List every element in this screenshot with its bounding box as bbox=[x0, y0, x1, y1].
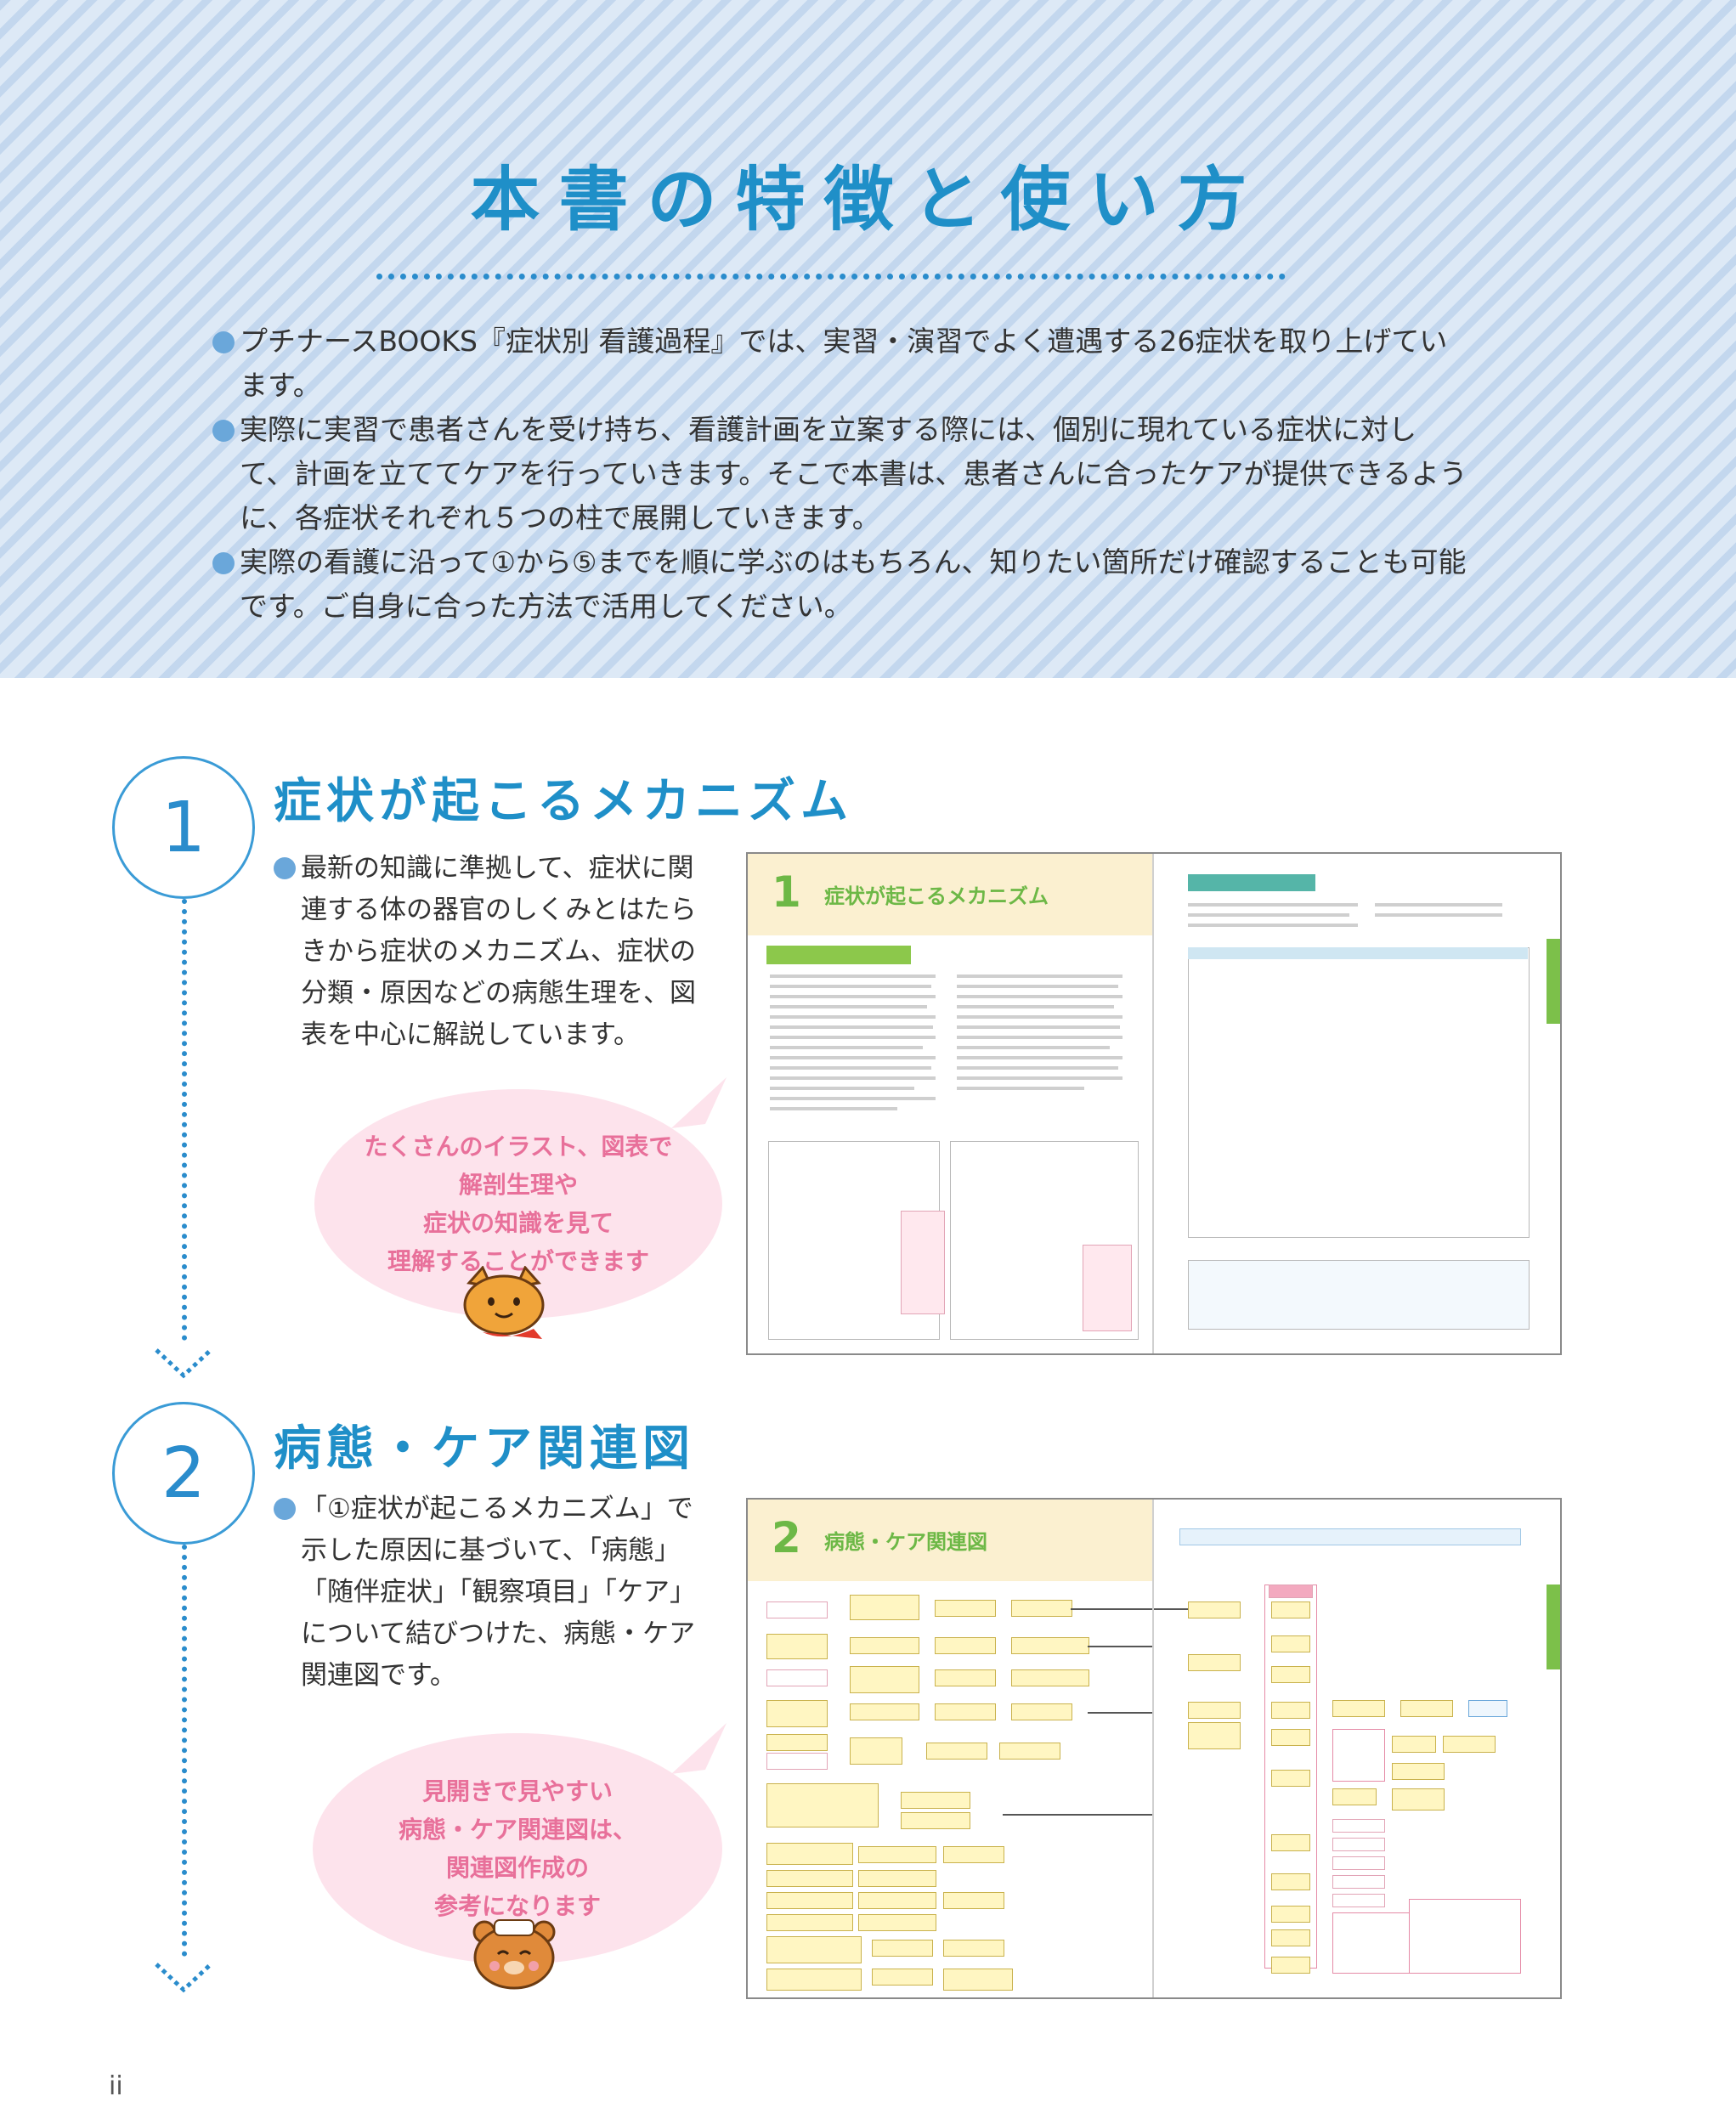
sample-spread-mechanism: 1 症状が起こるメカニズム bbox=[746, 852, 1562, 1355]
intro-item: プチナースBOOKS『症状別 看護過程』では、実習・演習でよく遭遇する26症状を… bbox=[212, 319, 1470, 408]
side-tab bbox=[1547, 939, 1560, 1024]
section-heading: 症状が起こるメカニズム bbox=[274, 774, 853, 829]
legend-bar bbox=[1179, 1528, 1521, 1545]
section-number-circle: 1 bbox=[112, 756, 255, 899]
note-box bbox=[1332, 1912, 1411, 1974]
bullet-icon bbox=[274, 857, 296, 879]
chevron-down-icon bbox=[155, 1963, 212, 1993]
spread-header: 1 症状が起こるメカニズム bbox=[748, 854, 1154, 935]
bear-mascot-icon bbox=[472, 1919, 556, 1990]
connector-line bbox=[182, 899, 187, 1341]
note-box bbox=[1083, 1245, 1132, 1331]
subheading-bar bbox=[1188, 874, 1315, 891]
bullet-icon bbox=[212, 552, 235, 574]
cat-mascot-icon bbox=[463, 1266, 545, 1339]
note-box bbox=[901, 1211, 945, 1314]
spread-right-page bbox=[1152, 1500, 1560, 1997]
header-band: 本書の特徴と使い方 プチナースBOOKS『症状別 看護過程』では、実習・演習でよ… bbox=[0, 0, 1736, 678]
sample-spread-care-map: 2 病態・ケア関連図 bbox=[746, 1498, 1562, 1999]
title-divider bbox=[376, 274, 1286, 280]
section-description: 「①症状が起こるメカニズム」で示した原因に基づいて、「病態」「随伴症状」「観察項… bbox=[274, 1488, 715, 1697]
side-tab bbox=[1547, 1585, 1560, 1669]
connector-line bbox=[182, 1545, 187, 1957]
bullet-icon bbox=[212, 331, 235, 353]
spread-left-page: 2 病態・ケア関連図 bbox=[748, 1500, 1154, 1997]
classification-figure bbox=[1188, 1260, 1530, 1330]
speech-bubble: たくさんのイラスト、図表で 解剖生理や 症状の知識を見て 理解することができます bbox=[314, 1089, 722, 1319]
bubble-tail bbox=[671, 1723, 727, 1774]
bullet-icon bbox=[274, 1498, 296, 1520]
spread-left-page: 1 症状が起こるメカニズム bbox=[748, 854, 1154, 1353]
data-table bbox=[1188, 947, 1530, 1238]
section-heading: 病態・ケア関連図 bbox=[274, 1421, 695, 1477]
spread-right-page bbox=[1152, 854, 1560, 1353]
note-box bbox=[1409, 1899, 1521, 1974]
spread-header: 2 病態・ケア関連図 bbox=[748, 1500, 1154, 1581]
section-number-circle: 2 bbox=[112, 1402, 255, 1545]
chevron-down-icon bbox=[155, 1348, 212, 1379]
subheading-bar bbox=[766, 946, 911, 964]
intro-item: 実際の看護に沿って①から⑤までを順に学ぶのはもちろん、知りたい箇所だけ確認するこ… bbox=[212, 540, 1470, 629]
intro-list: プチナースBOOKS『症状別 看護過程』では、実習・演習でよく遭遇する26症状を… bbox=[212, 319, 1470, 629]
bubble-tail bbox=[671, 1077, 727, 1128]
page-folio: ii bbox=[109, 2071, 123, 2101]
section-description: 最新の知識に準拠して、症状に関連する体の器官のしくみとはたらきから症状のメカニズ… bbox=[274, 848, 715, 1056]
page-title: 本書の特徴と使い方 bbox=[470, 160, 1266, 240]
bullet-icon bbox=[212, 420, 235, 442]
intro-item: 実際に実習で患者さんを受け持ち、看護計画を立案する際には、個別に現れている症状に… bbox=[212, 408, 1470, 540]
